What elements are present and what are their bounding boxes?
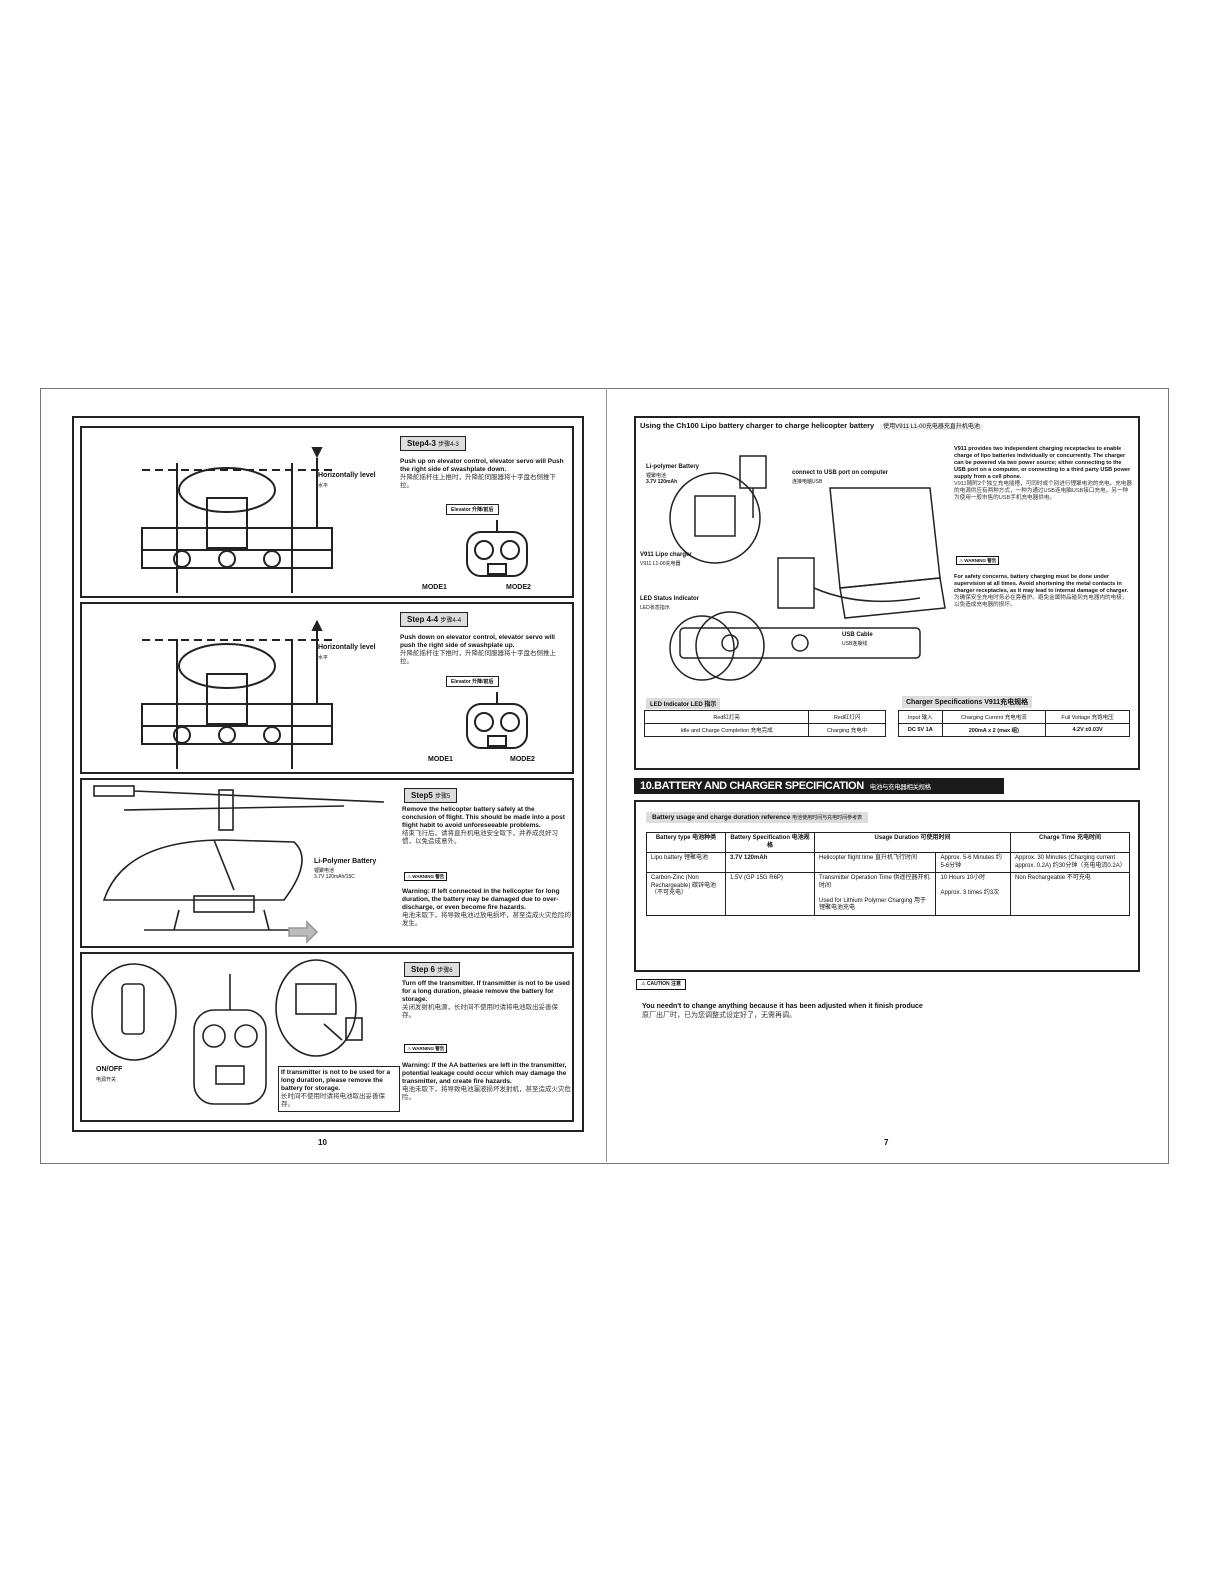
mode2-label: MODE2 xyxy=(506,584,531,591)
battery-type: Lipo battery 锂聚电池 xyxy=(646,852,726,873)
elevator-label: Elevator 升降/前后 xyxy=(446,676,499,687)
page-number-left: 10 xyxy=(318,1138,327,1147)
led-cell: Red红灯闪 xyxy=(808,710,886,724)
mode1-label: MODE1 xyxy=(422,584,447,591)
led-cell: Idle and Charge Completion 充电完成 xyxy=(643,723,810,737)
charger-warning-text: For safety concerns, battery charging mu… xyxy=(954,574,1129,608)
swashplate-diagram-4-3 xyxy=(141,447,337,593)
led-label: LED Status Indicator xyxy=(640,596,700,602)
battery-header: Battery type 电池种类 xyxy=(646,832,726,853)
spec-header: Full Voltage 充饱电压 xyxy=(1045,710,1130,724)
spec-value: DC 5V 1A xyxy=(898,723,943,737)
charger-diagram xyxy=(669,455,946,681)
step-text: Turn off the transmitter. If transmitter… xyxy=(402,980,570,1019)
helicopter-diagram xyxy=(93,785,385,944)
step-text: Push down on elevator control, elevator … xyxy=(400,634,556,665)
caution-text: You needn't to change anything because i… xyxy=(642,1003,923,1019)
charger-label-zh: V911 L1-00充电器 xyxy=(640,561,681,567)
charger-panel: Using the Ch100 Lipo battery charger to … xyxy=(634,416,1140,770)
led-cell: Red红灯亮 xyxy=(643,710,810,724)
step-label: Step 6 步骤6 xyxy=(404,962,460,977)
spec-header: Input 输入 xyxy=(898,710,943,724)
charger-label: V911 Lipo charger xyxy=(640,552,692,558)
charge-time: Non Rechargeable 不可充电 xyxy=(1010,872,1130,916)
onoff-label: ON/OFF xyxy=(96,1066,123,1073)
swashplate-diagram-4-4 xyxy=(141,619,337,769)
mode2-label: MODE2 xyxy=(510,756,535,763)
elevator-label: Elevator 升降/前后 xyxy=(446,504,499,515)
battery-spec: 3.7V 120mAh/15C xyxy=(314,874,355,880)
battery-table: Battery type 电池种类 Battery Specification … xyxy=(646,832,1130,916)
transmitter-diagram xyxy=(91,959,363,1105)
step-4-3-panel: Horizontally level 水平 Step4-3 步骤4-3 Push… xyxy=(80,426,574,598)
step-text: Push up on elevator control, elevator se… xyxy=(400,458,564,489)
usb-cable-label-zh: USB连接线 xyxy=(842,641,868,647)
spec-header: Charging Current 充电电流 xyxy=(941,710,1047,724)
battery-header: Battery Specification 电池规格 xyxy=(725,832,815,853)
level-label-zh: 水平 xyxy=(318,655,329,661)
lipo-spec: 3.7V 120mAh xyxy=(646,479,678,485)
step-5-panel: Li-Polymer Battery 锂聚电池 3.7V 120mAh/15C … xyxy=(80,778,574,948)
level-label: Horizontally level xyxy=(318,644,376,651)
spec-value: 4.2V ±0.03V xyxy=(1045,723,1130,737)
step-label: Step 4-4 步骤4-4 xyxy=(400,612,469,627)
battery-type: Carbon-Zinc (Non Rechargeable) 碳锌电池（不可充电… xyxy=(646,872,726,916)
battery-header: Usage Duration 可使用时间 xyxy=(814,832,1011,853)
manual-spread xyxy=(40,388,1169,1164)
step-4-4-panel: Horizontally level 水平 Step 4-4 步骤4-4 Pus… xyxy=(80,602,574,774)
warning-badge: ⚠ WARNING 警告 xyxy=(956,556,1000,565)
battery-spec: 3.7V 120mAh xyxy=(725,852,815,873)
led-cell: Charging 充电中 xyxy=(808,723,886,737)
storage-note: If transmitter is not to be used for a l… xyxy=(278,1066,400,1112)
battery-table-title: Battery usage and charge duration refere… xyxy=(646,812,869,823)
page-spine xyxy=(606,388,607,1162)
lipo-label: Li-polymer Battery xyxy=(646,464,700,470)
battery-label-zh: 锂聚电池 xyxy=(314,868,335,874)
battery-spec: 1.5V (GP 15G R6P) xyxy=(725,872,815,916)
battery-label: Li-Polymer Battery xyxy=(314,858,377,865)
step-label: Step5 步骤5 xyxy=(404,788,458,803)
led-label-zh: LED状态指示 xyxy=(640,605,670,611)
warning-badge: ⚠ WARNING 警告 xyxy=(404,1044,448,1053)
onoff-label-zh: 电源开关 xyxy=(96,1077,117,1083)
usb-port-label-zh: 连接电脑USB xyxy=(792,479,823,485)
charge-time: Approx. 30 Minutes (Charging current app… xyxy=(1010,852,1130,873)
transmitter-icon xyxy=(466,692,528,749)
left-page: Horizontally level 水平 Step4-3 步骤4-3 Push… xyxy=(72,416,584,1132)
spec-table-title: Charger Specifications V911充电规格 xyxy=(902,696,1033,708)
lipo-label-zh: 锂聚电池 xyxy=(646,473,667,479)
charger-description: V911 provides two independent charging r… xyxy=(954,446,1132,501)
mode1-label: MODE1 xyxy=(428,756,453,763)
spec-value: 200mA x 2 (max 组) xyxy=(941,723,1047,737)
level-label: Horizontally level xyxy=(318,472,376,479)
usage-item: Helicopter flight time 直升机飞行时间 xyxy=(813,852,937,873)
battery-header: Charge Time 充电时间 xyxy=(1010,832,1130,853)
led-table-title: LED Indicator LED 指示 xyxy=(646,698,721,709)
level-label-zh: 水平 xyxy=(318,483,329,489)
caution-badge: ⚠ CAUTION 注意 xyxy=(636,979,687,990)
usb-cable-label: USB Cable xyxy=(842,632,873,638)
step-text: Remove the helicopter battery safely at … xyxy=(402,806,565,845)
step-6-panel: ON/OFF 电源开关 If transmitter is not to be … xyxy=(80,952,574,1122)
warning-text: Warning: If the AA batteries are left in… xyxy=(402,1062,571,1101)
warning-badge: ⚠ WARNING 警告 xyxy=(404,872,448,881)
page-number-right: 7 xyxy=(884,1138,889,1147)
battery-spec-panel: Battery usage and charge duration refere… xyxy=(634,800,1140,972)
charger-heading: Using the Ch100 Lipo battery charger to … xyxy=(640,421,983,430)
spec-table: Input 输入 Charging Current 充电电流 Full Volt… xyxy=(898,710,1130,737)
step-label: Step4-3 步骤4-3 xyxy=(400,436,466,451)
warning-text: Warning: If left connected in the helico… xyxy=(402,888,571,927)
usage-value: Approx. 5-6 Minutes 约5-6分钟 xyxy=(935,852,1011,873)
transmitter-icon xyxy=(466,520,528,577)
usb-port-label: connect to USB port on computer xyxy=(792,470,888,476)
